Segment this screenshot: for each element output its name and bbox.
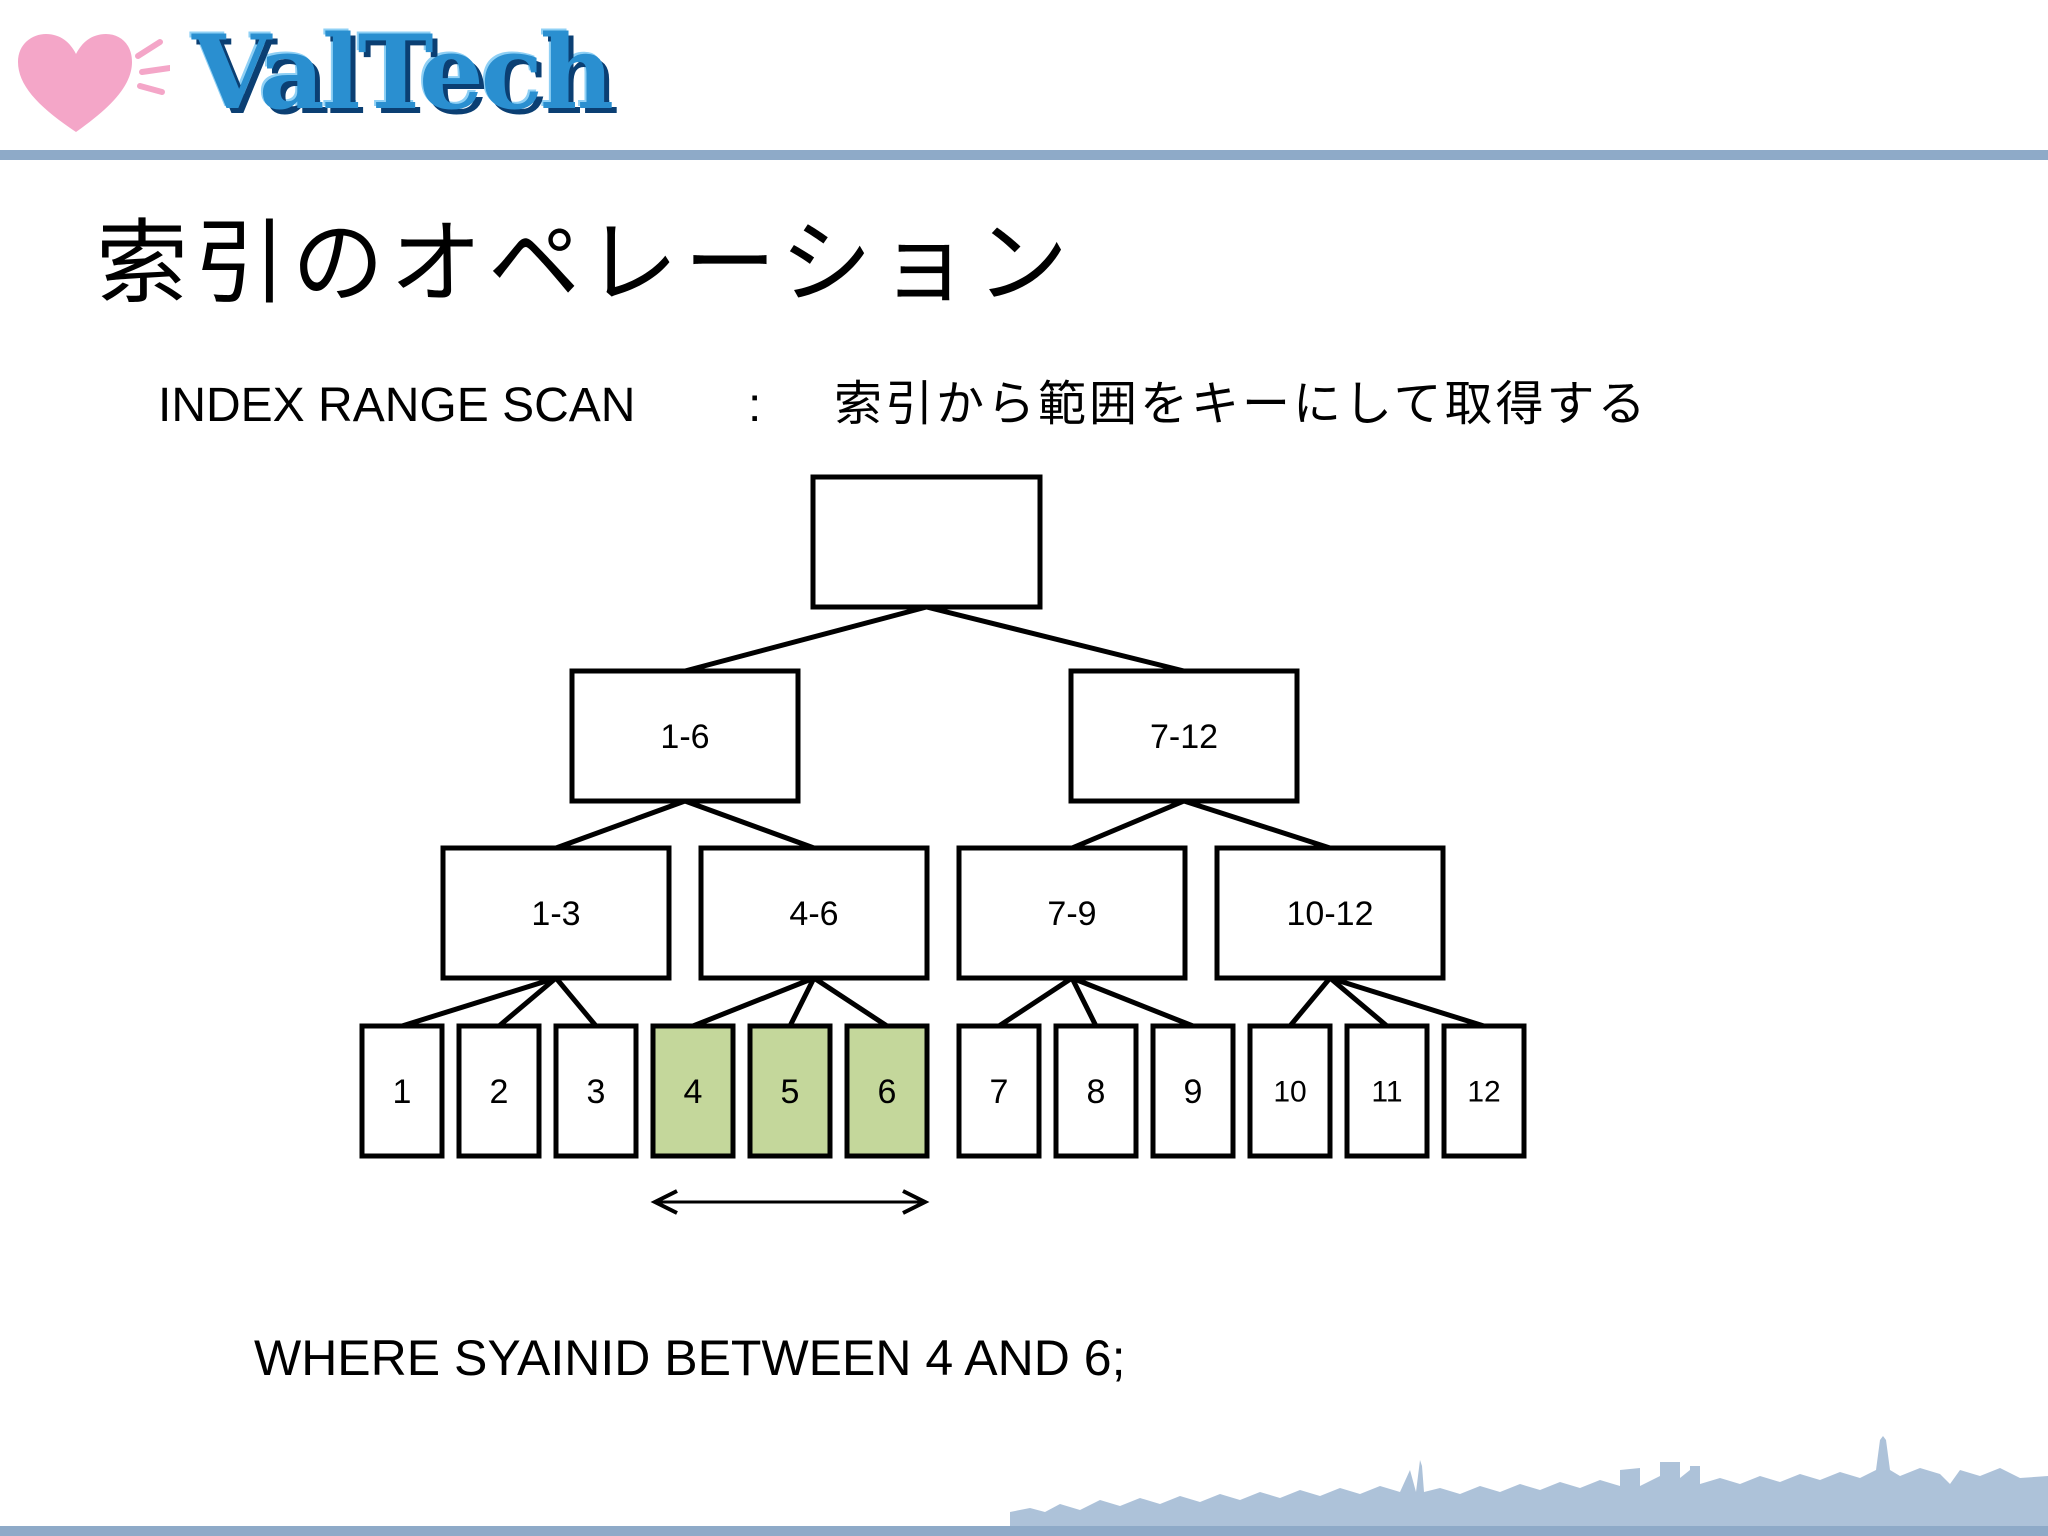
leaf-node-8: 8 (1053, 1023, 1139, 1159)
edge-to-leaf-3 (554, 976, 598, 1028)
branch-node-7-12-label: 7-12 (1150, 718, 1218, 756)
edge-level1-to-level2-4 (1183, 798, 1331, 851)
branch-node-7-12-box (1068, 668, 1300, 804)
branch-node-7-9-label: 7-9 (1047, 895, 1096, 933)
leaf-node-2-label: 2 (490, 1073, 509, 1111)
branch-node-7-9-box (956, 845, 1188, 981)
branch-node-1-6-box (569, 668, 801, 804)
branch-node-1-3-label: 1-3 (531, 895, 580, 933)
leaf-node-3-box (553, 1023, 639, 1159)
branch-node-7-12: 7-12 (1068, 668, 1300, 804)
root-node (810, 474, 1043, 610)
edge-to-leaf-9 (1071, 975, 1194, 1029)
leaf-node-8-label: 8 (1087, 1073, 1106, 1111)
edge-root-to-node-1 (684, 604, 928, 674)
leaf-node-8-box (1053, 1023, 1139, 1159)
subtitle-term: INDEX RANGE SCAN (158, 379, 636, 432)
edge-to-leaf-10 (1288, 976, 1332, 1028)
leaf-node-5-box (747, 1023, 833, 1159)
leaf-node-11: 11 (1344, 1023, 1430, 1159)
leaf-node-6-box (844, 1023, 930, 1159)
leaf-node-3-label: 3 (587, 1073, 606, 1111)
leaf-node-4-label: 4 (684, 1073, 703, 1111)
sql-where-clause: WHERE SYAINID BETWEEN 4 AND 6; (254, 1330, 1126, 1386)
leaf-node-10-box (1247, 1023, 1333, 1159)
heart-logo-icon (10, 20, 173, 144)
leaf-node-4: 4 (650, 1023, 736, 1159)
leaf-node-6: 6 (844, 1023, 930, 1159)
leaf-node-1-label: 1 (393, 1073, 412, 1111)
subtitle-description: 索引から範囲をキーにして取得する (834, 376, 1649, 432)
edge-root-to-node-2 (925, 604, 1185, 674)
leaf-node-4-box (650, 1023, 736, 1159)
subtitle-separator: : (748, 379, 762, 432)
edge-to-leaf-4 (692, 975, 815, 1029)
root-node-box (810, 474, 1043, 610)
edge-level1-to-level2-3 (1071, 798, 1185, 851)
leaf-node-5-label: 5 (781, 1073, 800, 1111)
range-arrow-head-left (650, 1189, 678, 1215)
leaf-node-1: 1 (359, 1023, 445, 1159)
branch-node-10-12: 10-12 (1214, 845, 1446, 981)
page-title: 索引のオペレーション (96, 210, 1075, 317)
leaf-node-9-label: 9 (1184, 1073, 1203, 1111)
leaf-node-11-label: 11 (1371, 1076, 1402, 1109)
leaf-node-7: 7 (956, 1023, 1042, 1159)
leaf-node-2-box (456, 1023, 542, 1159)
edge-to-leaf-2 (497, 976, 558, 1028)
skyline-graphic (1010, 1436, 2048, 1536)
branch-node-1-3: 1-3 (440, 845, 672, 981)
leaf-node-5: 5 (747, 1023, 833, 1159)
leaf-node-6-label: 6 (878, 1073, 897, 1111)
leaf-node-7-label: 7 (990, 1073, 1009, 1111)
range-arrow-head-right (902, 1189, 930, 1215)
leaf-node-10: 10 (1247, 1023, 1333, 1159)
leaf-node-12-label: 12 (1467, 1076, 1500, 1109)
header-rule (0, 150, 2048, 160)
edge-to-leaf-8 (1069, 976, 1099, 1028)
branch-node-10-12-box (1214, 845, 1446, 981)
leaf-node-9-box (1150, 1023, 1236, 1159)
leaf-node-12-box (1441, 1023, 1527, 1159)
edge-to-leaf-7 (997, 975, 1074, 1029)
leaf-node-9: 9 (1150, 1023, 1236, 1159)
branch-node-1-3-box (440, 845, 672, 981)
edge-to-leaf-1 (401, 975, 557, 1029)
branch-node-1-6: 1-6 (569, 668, 801, 804)
tree-edges (401, 604, 1485, 1029)
branch-node-4-6-label: 4-6 (789, 895, 838, 933)
range-arrow (650, 1189, 930, 1215)
leaf-node-11-box (1344, 1023, 1430, 1159)
edge-level1-to-level2-1 (555, 798, 686, 851)
edge-to-leaf-12 (1329, 975, 1485, 1029)
branch-node-10-12-label: 10-12 (1287, 895, 1374, 933)
edge-to-leaf-11 (1328, 976, 1389, 1028)
branch-node-4-6-box (698, 845, 930, 981)
edge-level1-to-level2-2 (684, 798, 815, 851)
brand-logo: ValTech (192, 13, 614, 133)
branch-node-4-6: 4-6 (698, 845, 930, 981)
leaf-node-2: 2 (456, 1023, 542, 1159)
leaf-node-3: 3 (553, 1023, 639, 1159)
branch-node-7-9: 7-9 (956, 845, 1188, 981)
leaf-node-12: 12 (1441, 1023, 1527, 1159)
leaf-node-7-box (956, 1023, 1042, 1159)
leaf-node-1-box (359, 1023, 445, 1159)
footer-rule (0, 1526, 2048, 1536)
edge-to-leaf-5 (787, 976, 817, 1028)
edge-to-leaf-6 (812, 975, 889, 1029)
branch-node-1-6-label: 1-6 (660, 718, 709, 756)
leaf-node-10-label: 10 (1273, 1076, 1306, 1109)
